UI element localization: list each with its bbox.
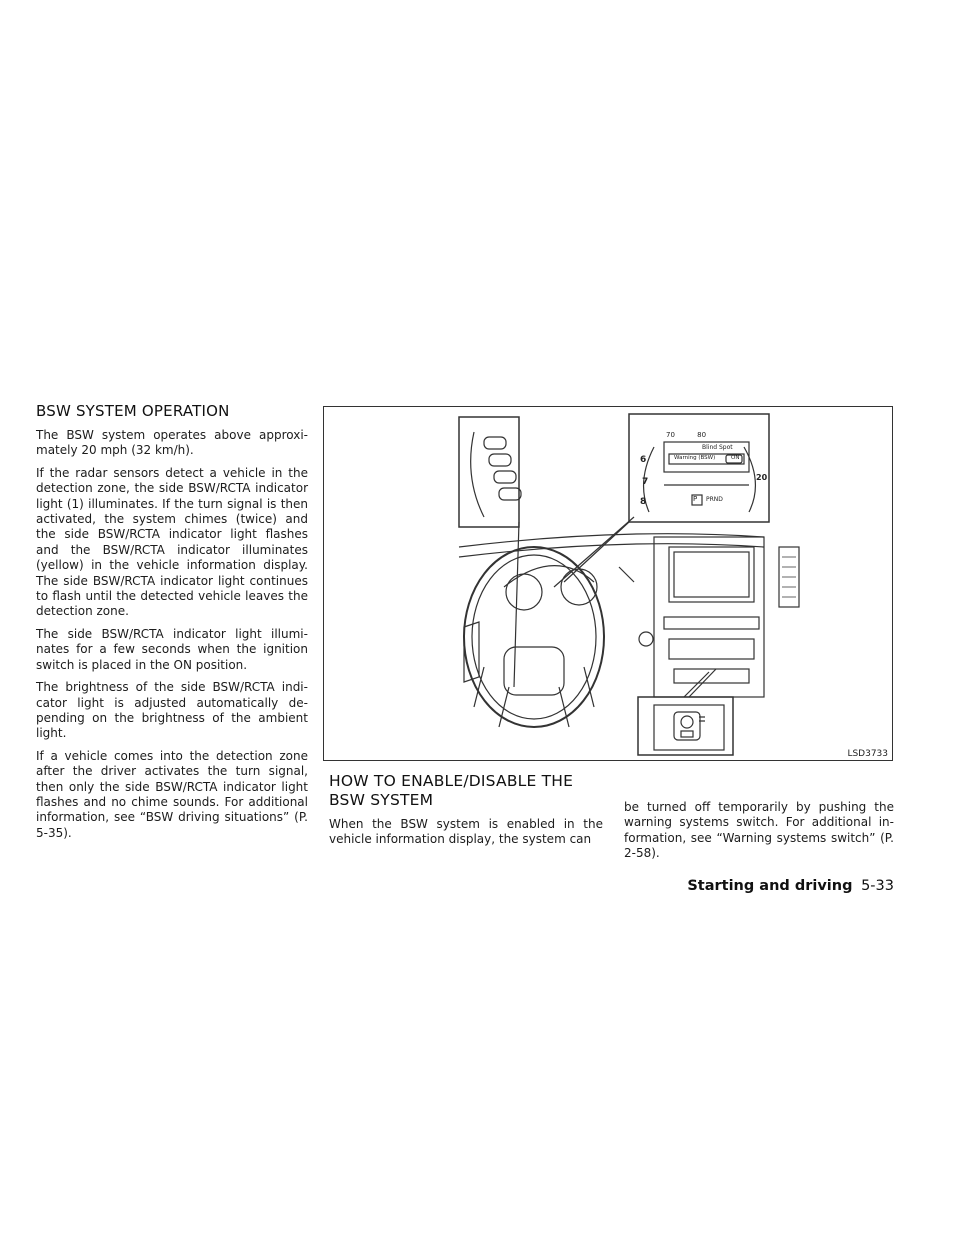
section-heading: HOW TO ENABLE/DISABLE THE BSW SYSTEM xyxy=(329,772,603,810)
paragraph: The side BSW/RCTA indicator light illumi… xyxy=(36,626,308,672)
paragraph: When the BSW system is enabled in the ve… xyxy=(329,817,603,847)
gear-indicator: PRND xyxy=(706,496,723,503)
figure-code: LSD3733 xyxy=(845,749,890,759)
speed-readout: 70 xyxy=(666,431,675,439)
steering-wheel xyxy=(463,546,605,728)
gauge-tick: 20 xyxy=(756,473,768,482)
dashboard-drawing xyxy=(458,413,800,756)
section-heading: BSW SYSTEM OPERATION xyxy=(36,402,230,420)
gauge-tick: 6 xyxy=(640,455,647,465)
inset-warning-switch xyxy=(637,696,734,756)
menu-item: Warning (BSW) xyxy=(674,455,716,461)
footer-section-title: Starting and driving xyxy=(687,878,853,894)
heading-line: HOW TO ENABLE/DISABLE THE xyxy=(329,772,574,790)
page-number: 5-33 xyxy=(861,878,894,894)
paragraph: be turned off temporarily by pushing the… xyxy=(624,800,894,861)
status-badge: ON xyxy=(731,455,740,461)
park-indicator: P xyxy=(693,495,698,503)
dashboard-illustration: 70 80 Blind Spot Warning (BSW) ON P PRND… xyxy=(323,406,893,761)
gauge-tick: 7 xyxy=(642,477,649,487)
paragraph: If the radar sensors detect a vehicle in… xyxy=(36,465,308,619)
inset-steering-switches xyxy=(458,416,520,528)
paragraph: If a vehicle comes into the detection zo… xyxy=(36,748,308,840)
heading-line: BSW SYSTEM xyxy=(329,791,434,809)
gauge-tick: 8 xyxy=(640,497,647,507)
steering-hub xyxy=(503,646,565,696)
display-top-readout: 70 80 xyxy=(666,431,706,439)
inset-info-display xyxy=(628,413,770,523)
section-enable-disable: HOW TO ENABLE/DISABLE THE BSW SYSTEM Whe… xyxy=(329,772,603,855)
paragraph: The BSW system operates above approxi­ma… xyxy=(36,428,308,458)
menu-title: Blind Spot xyxy=(702,444,733,451)
warning-systems-switch-icon xyxy=(673,711,701,741)
range-readout: 80 xyxy=(697,431,707,439)
section-bsw-operation: BSW SYSTEM OPERATION The BSW system oper… xyxy=(36,402,308,848)
section-enable-disable-continued: be turned off temporarily by pushing the… xyxy=(624,800,894,869)
paragraph: The brightness of the side BSW/RCTA indi… xyxy=(36,680,308,741)
center-screen xyxy=(668,546,755,603)
page-footer: Starting and driving 5-33 xyxy=(687,878,894,894)
